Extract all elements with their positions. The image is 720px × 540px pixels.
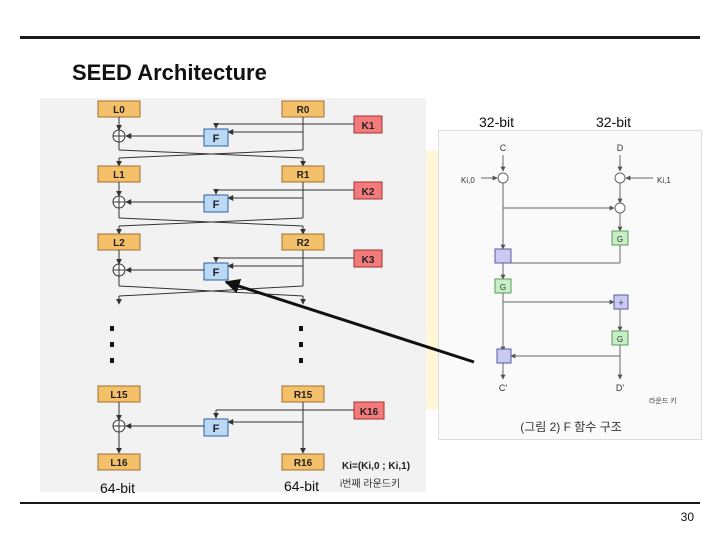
key-k16-label: K16 <box>360 407 379 418</box>
block-r16-label: R16 <box>294 458 313 469</box>
f-legend: 라운드 키 <box>649 396 677 405</box>
f-box-2-label: F <box>213 199 220 211</box>
top-rule <box>20 36 700 39</box>
f-box-3-label: F <box>213 267 220 279</box>
g-box-3-label: G <box>617 335 623 344</box>
add-box-2 <box>613 294 629 310</box>
slide-title: SEED Architecture <box>72 60 267 85</box>
g-box-2-label: G <box>500 283 506 292</box>
output-d-label: D' <box>616 383 624 393</box>
bottom-rule <box>20 502 700 504</box>
f-box-1 <box>203 128 229 147</box>
block-l16-label: L16 <box>110 458 128 469</box>
label-32bit-right: 32-bit <box>596 114 632 130</box>
block-r1-label: R1 <box>297 170 310 181</box>
add-box-3 <box>496 348 512 364</box>
key-k2-label: K2 <box>362 187 375 198</box>
block-l16 <box>97 453 141 471</box>
f-xor-right <box>614 172 626 184</box>
f-function-svg: C D Ki,0 Ki,1 G G + G C' D' 라운 <box>461 143 677 434</box>
block-l1-label: L1 <box>113 170 125 181</box>
output-c-label: C' <box>499 383 507 393</box>
key-ki0-label: Ki,0 <box>461 176 475 185</box>
f-box-1-label: F <box>213 133 220 145</box>
block-l15-label: L15 <box>110 390 128 401</box>
key-k3-label: K3 <box>362 255 375 266</box>
ellipsis-right <box>299 326 303 363</box>
f-box-16-label: F <box>213 423 220 435</box>
f-caption: (그림 2) F 함수 구조 <box>520 420 622 434</box>
key-formula: Ki=(Ki,0 ; Ki,1) <box>342 461 410 472</box>
ellipsis-left <box>110 326 114 363</box>
key-ki1-label: Ki,1 <box>657 176 671 185</box>
feistel-svg: L0 R0 K1 F L1 R1 K2 F <box>97 100 410 490</box>
f-box-3 <box>203 262 229 281</box>
f-box-16 <box>203 418 229 437</box>
input-d-label: D <box>617 143 624 153</box>
key-k1-label: K1 <box>362 121 375 132</box>
add-box-1 <box>494 248 512 264</box>
label-64bit-left: 64-bit <box>100 480 136 496</box>
g-box-1-label: G <box>617 235 623 244</box>
block-r15-label: R15 <box>294 390 313 401</box>
block-r16 <box>281 453 325 471</box>
block-r2-label: R2 <box>297 238 310 249</box>
page-number: 30 <box>680 510 694 524</box>
add-box-2-glyph: + <box>618 298 623 308</box>
f-xor-left <box>497 172 509 184</box>
f-box-2 <box>203 194 229 213</box>
block-l2-label: L2 <box>113 238 125 249</box>
block-r0-label: R0 <box>297 105 310 116</box>
input-c-label: C <box>500 143 507 153</box>
feistel-diagram: L0 R0 K1 F L1 R1 K2 F <box>40 98 426 492</box>
f-function-diagram: C D Ki,0 Ki,1 G G + G C' D' 라운 <box>438 130 702 440</box>
label-64bit-right: 64-bit <box>284 478 320 494</box>
key-caption: i번째 라운드키 <box>340 478 400 490</box>
label-32bit-left: 32-bit <box>479 114 515 130</box>
f-xor-mix <box>614 202 626 214</box>
block-l0-label: L0 <box>113 105 125 116</box>
